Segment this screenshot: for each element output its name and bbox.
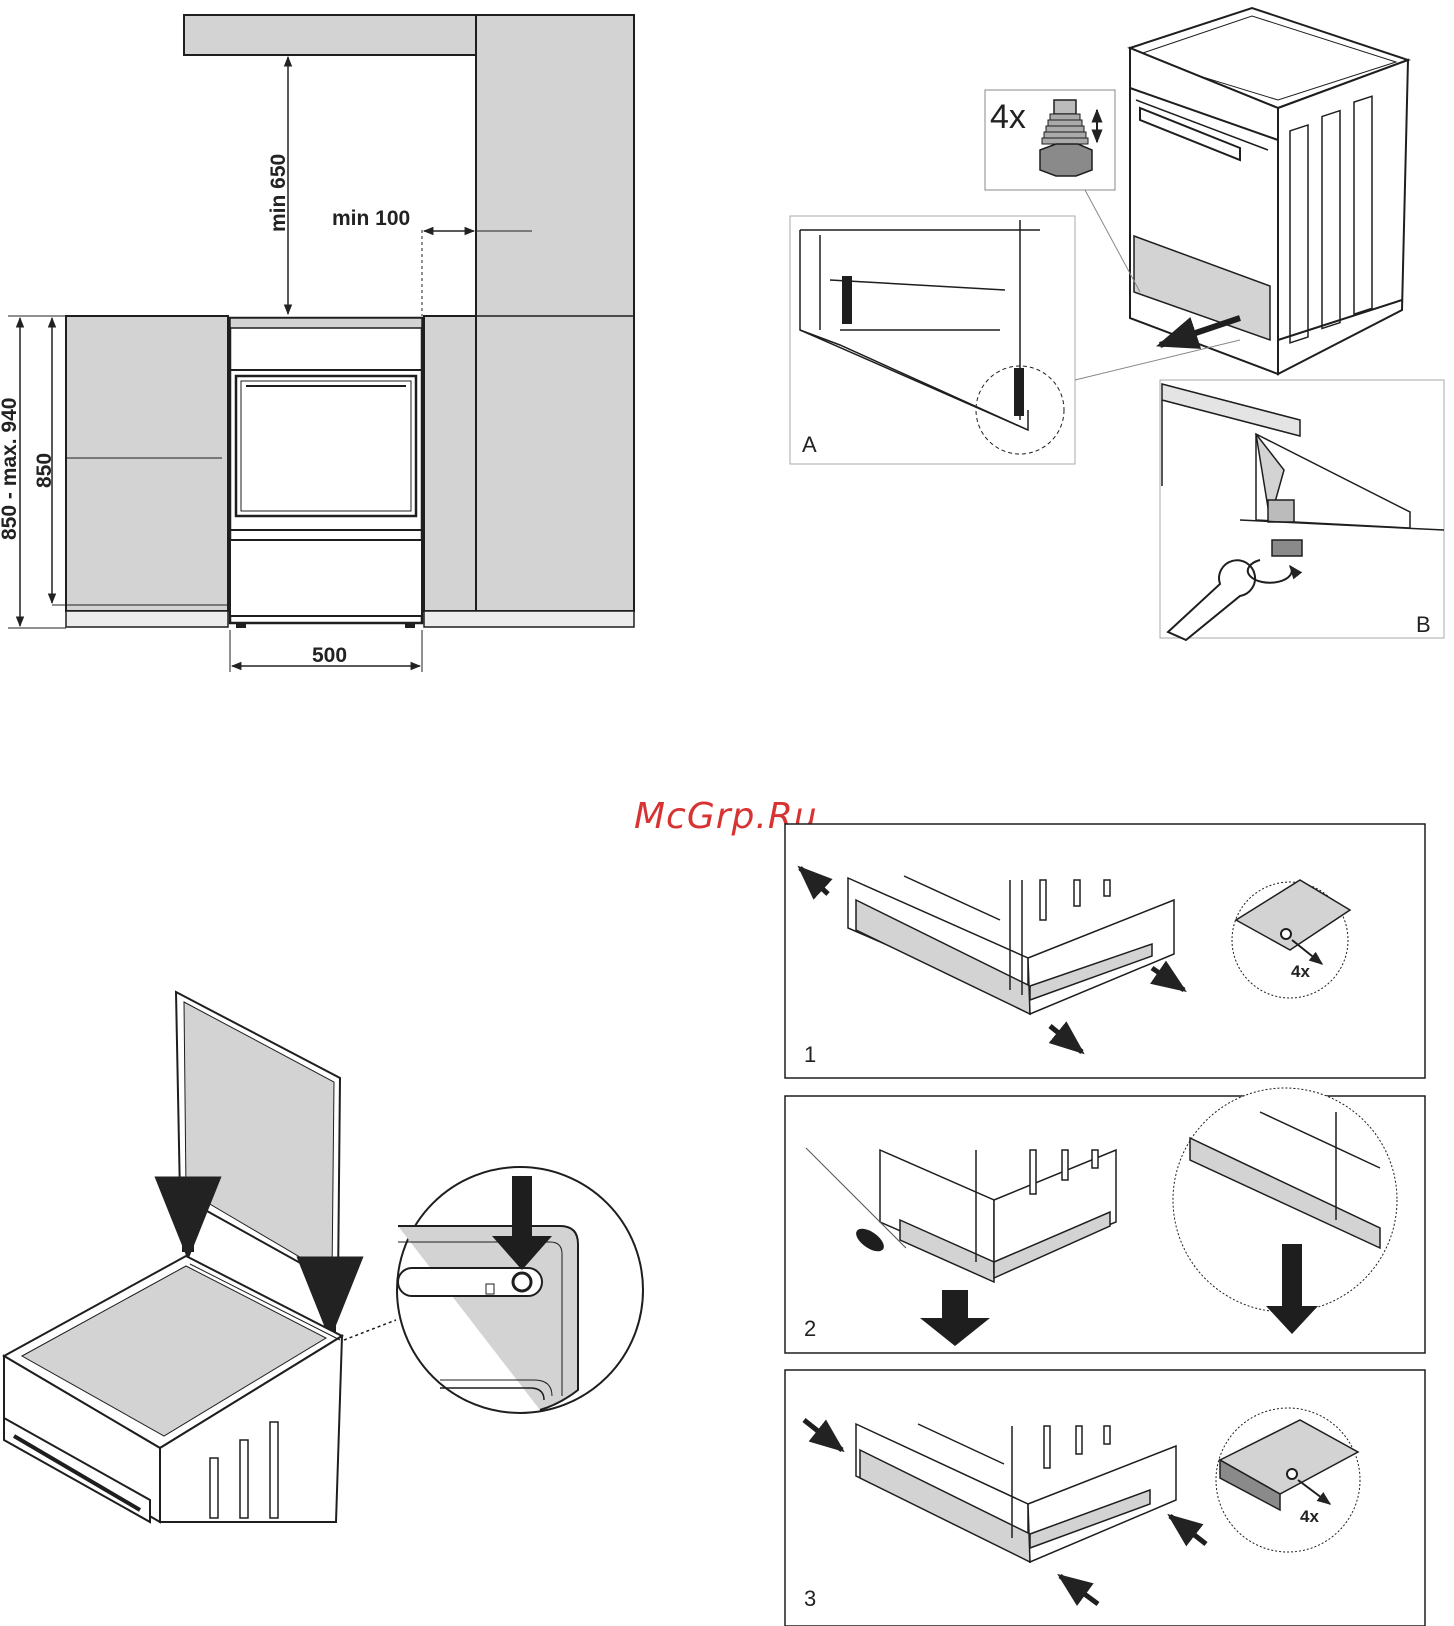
step-1-quantity: 4x <box>1291 962 1310 981</box>
tall-cabinet <box>476 15 634 611</box>
dimension-height: 850 <box>33 453 56 488</box>
hinge-detail-circle <box>397 1167 643 1413</box>
clearance-diagram: min 650 min 100 850 - max. 940 850 500 <box>0 15 634 672</box>
dimension-min-top: min 650 <box>267 154 290 232</box>
upper-cabinet <box>184 15 476 55</box>
plinth-step-1: 4x 1 <box>785 824 1425 1078</box>
right-base-cabinet <box>424 316 476 611</box>
plinth-steps: 4x 1 2 <box>785 824 1425 1626</box>
cooker-top-perspective <box>4 1256 342 1522</box>
plinth-step-3: 4x 3 <box>785 1370 1425 1626</box>
adjustable-feet-diagram: 4x A <box>790 8 1444 640</box>
plinth-step-2: 2 <box>785 1088 1425 1353</box>
step-2-number: 2 <box>804 1316 816 1341</box>
detail-a-label: A <box>802 432 817 457</box>
step-3-quantity: 4x <box>1300 1507 1319 1526</box>
left-base-cabinet <box>66 316 228 611</box>
dimension-height-range: 850 - max. 940 <box>0 398 21 540</box>
step-1-number: 1 <box>804 1042 816 1067</box>
dimension-min-side: min 100 <box>332 207 410 230</box>
cooker-perspective <box>1130 8 1408 374</box>
lid-fitting-diagram <box>4 992 643 1522</box>
detail-b-label: B <box>1416 612 1431 637</box>
dimension-width: 500 <box>312 644 347 667</box>
glass-lid <box>176 992 340 1292</box>
cooker-front <box>230 318 422 628</box>
step-3-number: 3 <box>804 1586 816 1611</box>
feet-quantity: 4x <box>990 98 1026 136</box>
